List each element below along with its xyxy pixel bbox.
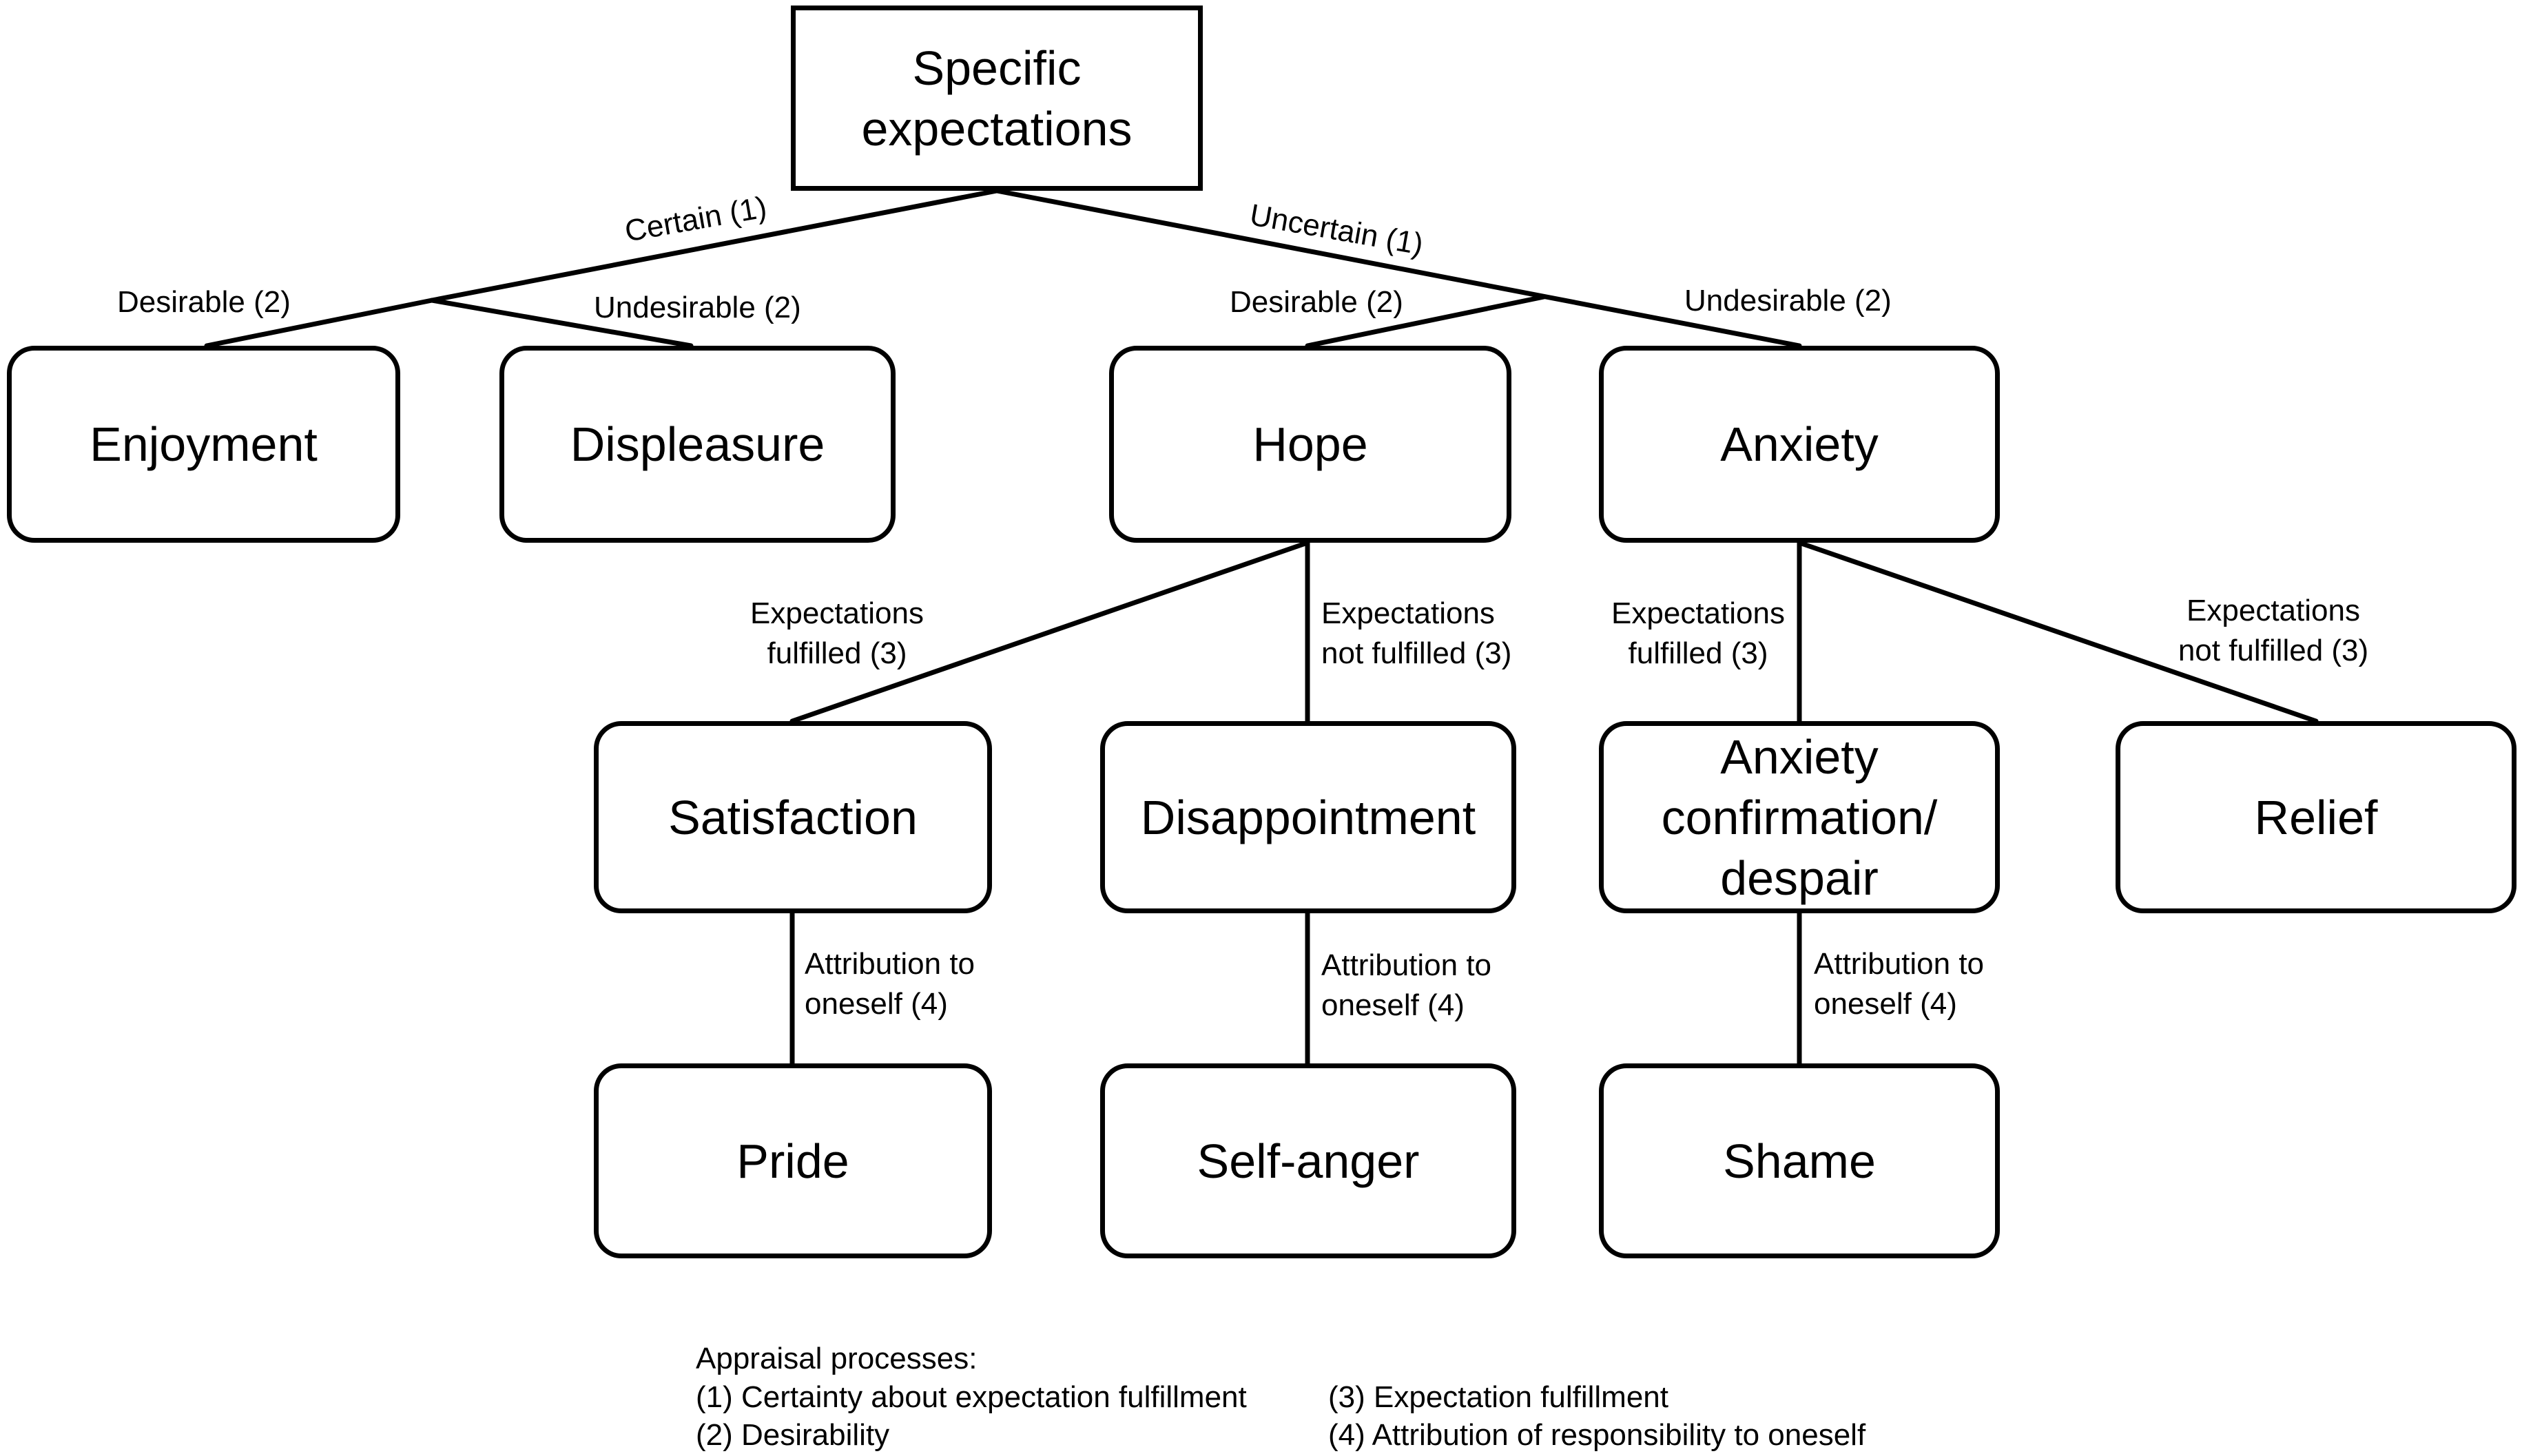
edge-anxiety-relief: [1797, 540, 2319, 724]
node-satisfaction: Satisfaction: [594, 721, 992, 913]
edge-label-anxiety-not-fulfilled: Expectations not fulfilled (3): [2178, 594, 2369, 667]
node-relief: Relief: [2116, 721, 2516, 913]
node-enjoyment: Enjoyment: [7, 346, 400, 543]
edge-certain-enjoyment: [204, 298, 435, 349]
edge-label-desirable-right: Desirable (2): [1230, 285, 1403, 319]
edge-label-anxiety-fulfilled: Expectations fulfilled (3): [1611, 596, 1785, 670]
edge-label-undesirable-right: Undesirable (2): [1684, 284, 1892, 318]
edge-label-hope-fulfilled: Expectations fulfilled (3): [750, 596, 924, 670]
edge-label-attr-disappointment: Attribution to oneself (4): [1321, 948, 1492, 1022]
edge-label-attr-anxiety: Attribution to oneself (4): [1814, 947, 1985, 1021]
legend-item-3: (3) Expectation fulfillment: [1328, 1380, 1668, 1414]
legend-title: Appraisal processes:: [696, 1342, 978, 1375]
node-hope: Hope: [1109, 346, 1511, 543]
edge-root-uncertain: [994, 188, 1802, 349]
legend-item-4: (4) Attribution of responsibility to one…: [1328, 1418, 1866, 1452]
edge-certain-displeasure: [429, 298, 694, 349]
node-displeasure: Displeasure: [499, 346, 896, 543]
node-pride: Pride: [594, 1063, 992, 1258]
edge-label-undesirable-left: Undesirable (2): [594, 291, 801, 324]
edge-root-certain: [429, 188, 1000, 303]
node-specific-expectations: Specific expectations: [791, 6, 1203, 191]
node-self-anger: Self-anger: [1100, 1063, 1516, 1258]
edge-uncertain-hope: [1305, 294, 1547, 349]
legend-item-2: (2) Desirability: [696, 1418, 890, 1452]
node-shame: Shame: [1599, 1063, 2000, 1258]
legend-item-1: (1) Certainty about expectation fulfillm…: [696, 1380, 1247, 1414]
edge-hope-satisfaction: [789, 540, 1310, 724]
edge-label-desirable-left: Desirable (2): [117, 285, 291, 319]
edge-label-attr-satisfaction: Attribution to oneself (4): [805, 947, 975, 1021]
node-disappointment: Disappointment: [1100, 721, 1516, 913]
edge-label-hope-not-fulfilled: Expectations not fulfilled (3): [1321, 596, 1512, 670]
node-anxiety: Anxiety: [1599, 346, 2000, 543]
node-anxiety-confirmation: Anxiety confirmation/ despair: [1599, 721, 2000, 913]
